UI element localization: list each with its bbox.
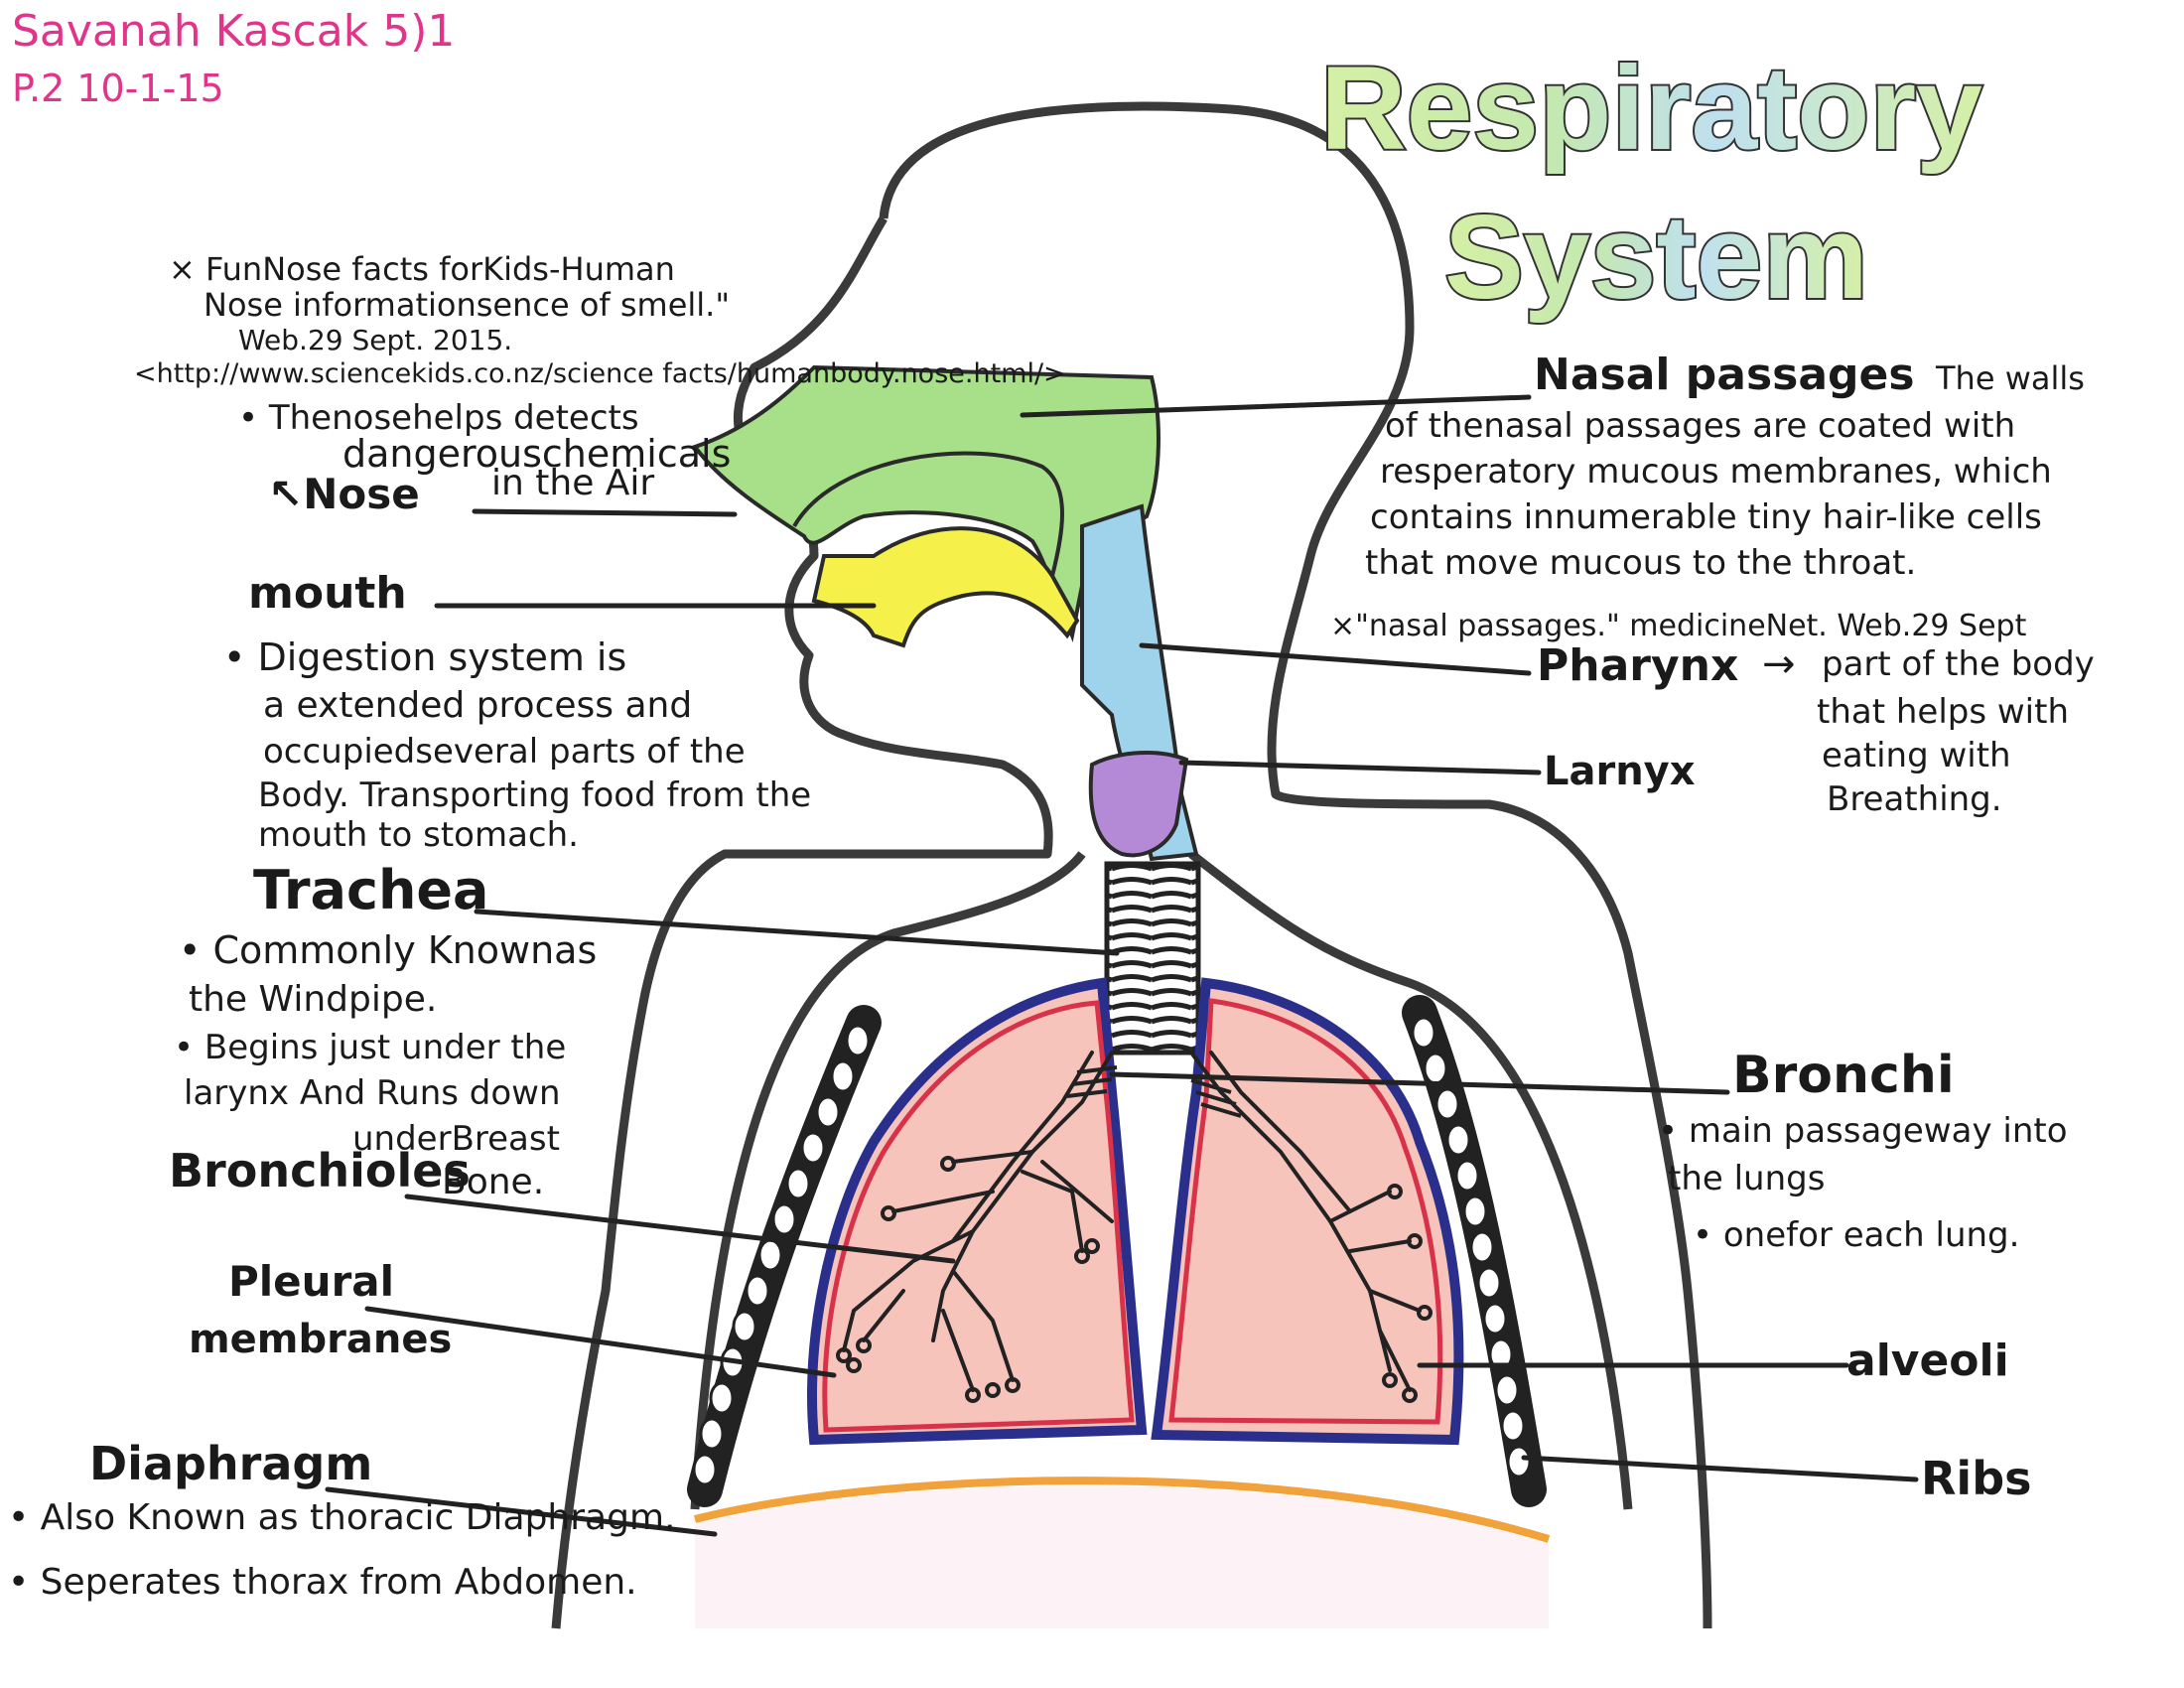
svg-text:eating with: eating with [1822, 736, 2011, 775]
diaphragm-note-2: • Seperates thorax from Abdomen. [8, 1562, 637, 1603]
pleural-label-2: membranes [189, 1317, 452, 1362]
period-date: P.2 10-1-15 [12, 67, 224, 110]
svg-text:• onefor each lung.: • onefor each lung. [1693, 1215, 2019, 1255]
nasal-passage-inner-line [792, 451, 1064, 577]
ribs-label: Ribs [1921, 1452, 2032, 1505]
svg-text:resperatory mucous membranes,: resperatory mucous membranes, which [1380, 452, 2052, 492]
svg-text:Breathing.: Breathing. [1827, 779, 2002, 819]
svg-text:of thenasal passages are coate: of thenasal passages are coated with [1385, 406, 2015, 446]
svg-text:underBreast: underBreast [352, 1119, 560, 1159]
svg-text:the Windpipe.: the Windpipe. [189, 979, 437, 1020]
nasal-label: Nasal passages [1534, 350, 1915, 400]
svg-text:Bone.: Bone. [442, 1162, 544, 1202]
svg-text:• Begins just under the: • Begins just under the [174, 1028, 566, 1067]
svg-text:• main passageway into: • main passageway into [1658, 1111, 2068, 1151]
pharynx-notes: part of the body that helps with eating … [1817, 644, 2095, 819]
diaphragm-note-1: • Also Known as thoracic Diaphragm. [8, 1497, 675, 1538]
nose-note-2: dangerouschemicals [342, 432, 731, 476]
right-lung [1151, 977, 1464, 1446]
trachea-label: Trachea [253, 859, 489, 921]
leader-lines [325, 394, 1919, 1537]
svg-text:mouth to stomach.: mouth to stomach. [258, 815, 579, 855]
nose-citation: × FunNose facts forKids-Human Nose infor… [134, 250, 1066, 389]
svg-text:contains innumerable tiny hair: contains innumerable tiny hair-like cell… [1370, 497, 2042, 537]
right-bronchus-rings [1190, 1078, 1242, 1118]
bronchi-notes: • main passageway into the lungs • onefo… [1658, 1111, 2068, 1255]
nasal-note-1: The walls [1935, 359, 2085, 397]
left-bronchus-rings [1066, 1065, 1118, 1098]
abdomen-shade [695, 1485, 1549, 1628]
svg-text:larynx And Runs down: larynx And Runs down [184, 1073, 561, 1113]
pharynx-arrow: → [1762, 641, 1796, 687]
svg-text:<http://www.sciencekids.co.nz/: <http://www.sciencekids.co.nz/science fa… [134, 358, 1066, 389]
author-name: Savanah Kascak 5)1 [12, 6, 455, 57]
nose-note-1: • Thenosehelps detects [238, 398, 639, 438]
pleural-label-1: Pleural [228, 1257, 394, 1306]
alveoli-label: alveoli [1846, 1336, 2009, 1386]
svg-text:part of the body: part of the body [1822, 644, 2095, 684]
svg-text:• Commonly Knownas: • Commonly Knownas [179, 928, 597, 972]
nasal-citation: ×"nasal passages." medicineNet. Web.29 S… [1330, 609, 2027, 643]
title-line-2: System [1444, 191, 1868, 324]
trachea-notes: • Commonly Knownas the Windpipe. • Begin… [174, 928, 597, 1202]
mouth-shape [811, 526, 1080, 648]
svg-text:Web.29 Sept. 2015.: Web.29 Sept. 2015. [238, 324, 512, 356]
svg-text:• Digestion system is: • Digestion system is [223, 635, 626, 679]
nasal-notes: of thenasal passages are coated with res… [1365, 406, 2052, 583]
larynx-shape [1088, 751, 1189, 858]
bronchioles-label: Bronchioles [169, 1144, 471, 1197]
svg-text:Body. Transporting food from t: Body. Transporting food from the [258, 775, 811, 815]
left-ribs [687, 1005, 882, 1507]
nose-note-3: in the Air [491, 463, 654, 503]
trachea-shape [1104, 861, 1201, 1055]
mouth-label: mouth [248, 568, 407, 619]
svg-text:that helps with: that helps with [1817, 692, 2069, 732]
svg-text:a extended process and: a extended process and [263, 685, 692, 726]
nose-label: ↖Nose [268, 470, 420, 518]
diaphragm-label: Diaphragm [89, 1437, 372, 1490]
right-ribs [1402, 995, 1547, 1507]
svg-text:occupiedseveral parts of the: occupiedseveral parts of the [263, 732, 746, 772]
bronchi-label: Bronchi [1732, 1046, 1955, 1105]
svg-text:that move mucous to the throat: that move mucous to the throat. [1365, 543, 1916, 583]
svg-text:the lungs: the lungs [1668, 1159, 1825, 1198]
mouth-notes: • Digestion system is a extended process… [223, 635, 811, 855]
pharynx-label: Pharynx [1537, 640, 1738, 691]
svg-text:Nose informationsence of smell: Nose informationsence of smell." [204, 286, 730, 324]
title-line-1: Respiratory [1320, 42, 1982, 175]
svg-text:× FunNose facts forKids-Human: × FunNose facts forKids-Human [169, 250, 675, 288]
larynx-label: Larnyx [1544, 749, 1696, 794]
diaphragm-line [694, 1477, 1551, 1543]
